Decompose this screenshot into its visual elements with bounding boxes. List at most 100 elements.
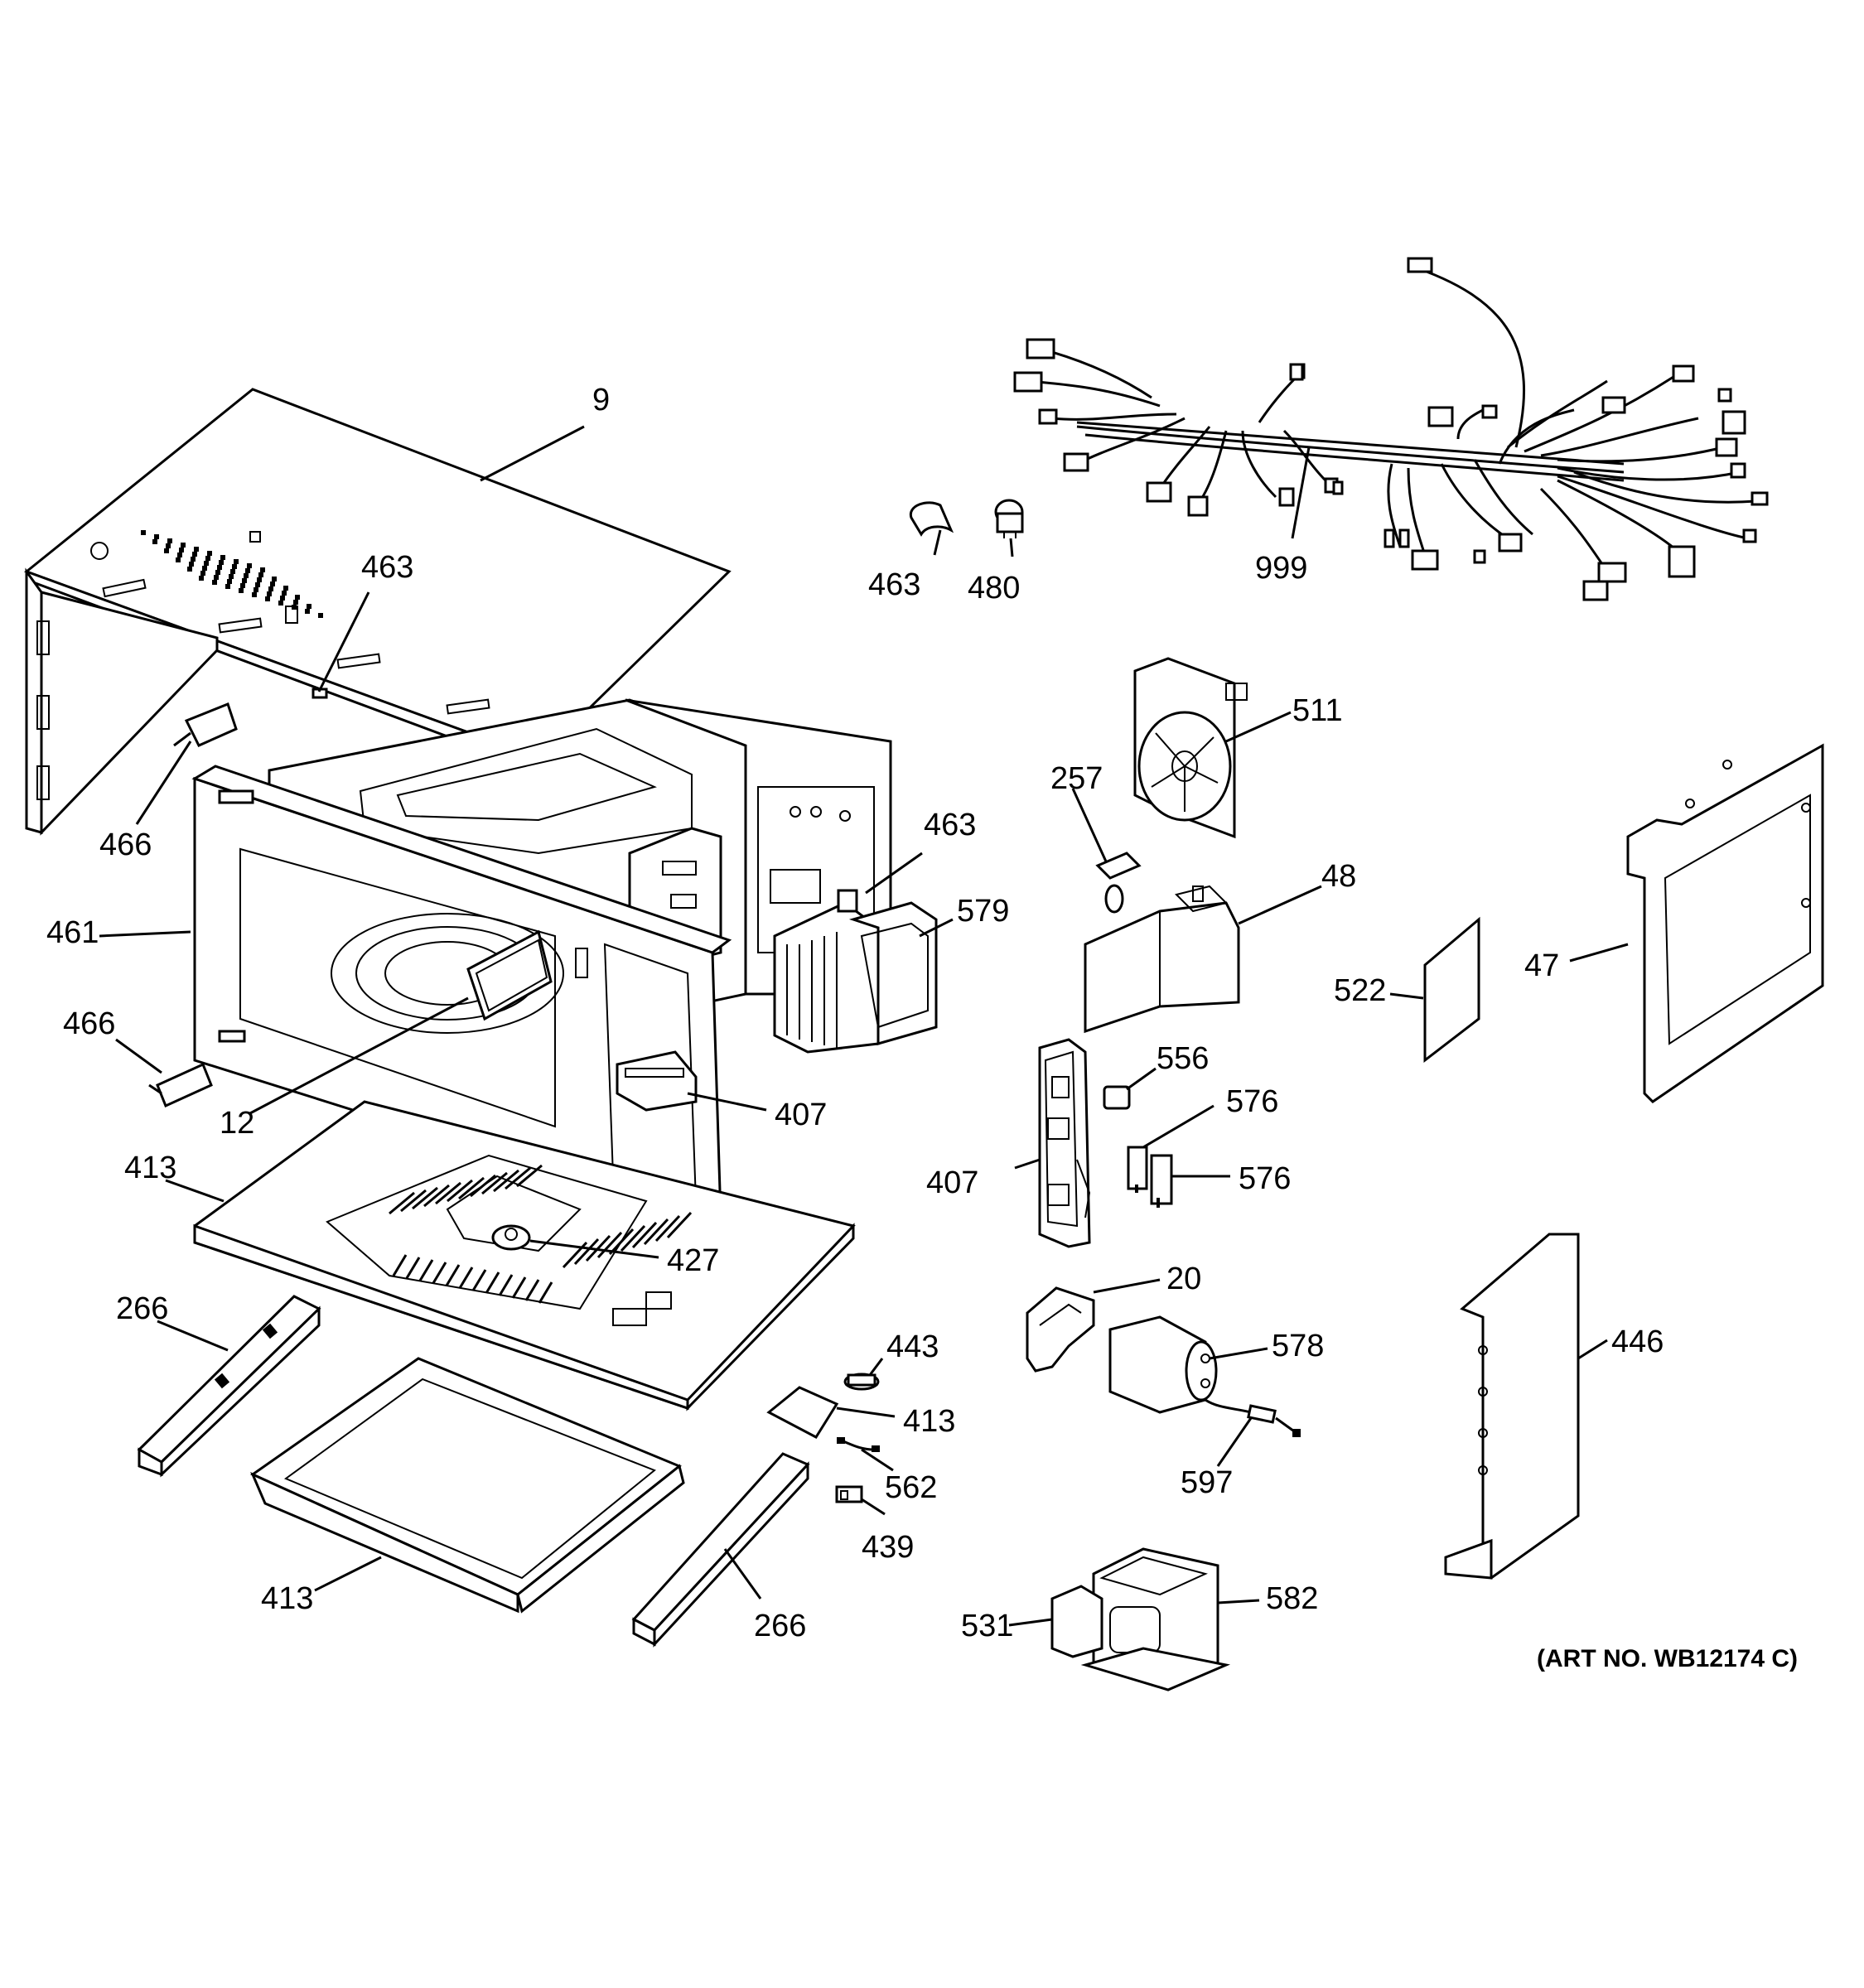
callout-466-lower: 466 [63, 1006, 115, 1041]
callout-446: 446 [1611, 1325, 1664, 1359]
vent-hole [214, 575, 219, 580]
callout-439: 439 [862, 1530, 914, 1565]
vent-hole [234, 559, 239, 564]
vent-hole [240, 583, 245, 588]
callout-407-right: 407 [926, 1165, 978, 1200]
vent-slot [481, 1171, 508, 1195]
foot-rail-266-left-part [137, 1295, 321, 1478]
callout-48: 48 [1321, 859, 1356, 894]
clip-466-upper-part [173, 702, 238, 747]
wire-562-part [837, 1437, 880, 1452]
vent-slot [631, 1221, 658, 1249]
base-vent-slots [389, 1164, 693, 1304]
switch-576-upper-part [1127, 1146, 1148, 1193]
callout-531: 531 [961, 1609, 1013, 1643]
vent-hole [280, 596, 285, 601]
vent-hole [217, 565, 222, 570]
vent-slot [516, 1164, 543, 1188]
vent-hole [254, 587, 258, 592]
callout-556: 556 [1157, 1041, 1209, 1076]
vent-hole [270, 581, 275, 586]
vent-hole [247, 563, 252, 568]
vent-hole [176, 557, 181, 562]
vent-slot [470, 1174, 496, 1198]
vent-hole [255, 582, 260, 587]
thermostat-480-part [994, 499, 1024, 538]
noise-filter-531-part [1050, 1585, 1103, 1658]
latch-board-407-right-part [1038, 1038, 1091, 1248]
vent-grille [141, 530, 323, 618]
vent-hole [199, 576, 204, 581]
vent-hole [207, 551, 212, 556]
callout-413-base: 413 [124, 1151, 176, 1185]
vent-hole [305, 609, 310, 614]
switch-576-lower-part [1150, 1154, 1173, 1208]
latch-bracket-407-left-part [616, 1050, 698, 1112]
fan-motor-511-part [1133, 657, 1248, 839]
switch-556-part [1103, 1085, 1131, 1110]
capacitor-bracket-20-part [1026, 1286, 1095, 1373]
callout-12: 12 [220, 1106, 254, 1141]
leader-lines [99, 425, 1629, 1627]
vent-hole [272, 577, 277, 581]
bracket-413-small-part [766, 1386, 839, 1439]
vent-hole [219, 560, 224, 565]
vent-hole [225, 584, 230, 589]
vent-hole [257, 577, 262, 582]
vent-hole [245, 568, 250, 573]
vent-hole [227, 579, 232, 584]
vent-hole [282, 591, 287, 596]
ring-clip-463-top-part [909, 501, 954, 537]
vent-hole [179, 548, 184, 552]
vent-hole [318, 613, 323, 618]
vent-hole [268, 586, 273, 591]
vent-hole [200, 571, 205, 576]
vent-hole [212, 580, 217, 585]
art-number: (ART NO. WB12174 C) [1537, 1645, 1798, 1672]
vent-slot [412, 1186, 438, 1210]
fuse-439-part [835, 1485, 863, 1503]
vent-slot [423, 1184, 450, 1208]
vent-hole [181, 543, 186, 548]
callout-576-lower: 576 [1239, 1161, 1291, 1196]
callout-9: 9 [592, 383, 610, 417]
capacitor-578-part [1108, 1315, 1218, 1414]
magnetron-579-part [773, 889, 938, 1054]
drip-tray-part [249, 1357, 685, 1614]
vent-hole [152, 539, 157, 544]
vent-slot [596, 1231, 623, 1259]
foot-rail-266-right-part [631, 1452, 810, 1648]
callout-578: 578 [1272, 1329, 1324, 1363]
vent-slot [643, 1218, 669, 1246]
callout-407-left: 407 [775, 1098, 827, 1132]
lamp-257-part [1095, 852, 1142, 914]
vent-slot [400, 1189, 427, 1213]
callout-257: 257 [1050, 761, 1103, 796]
vent-hole [215, 570, 220, 575]
vent-hole [187, 567, 192, 572]
vent-slot [511, 1276, 527, 1299]
vent-slot [392, 1254, 408, 1276]
vent-slot [458, 1176, 485, 1200]
vent-slot [498, 1274, 514, 1296]
vent-slot [666, 1211, 693, 1239]
callout-999: 999 [1255, 551, 1307, 586]
callout-266-right: 266 [754, 1609, 806, 1643]
vent-hole [267, 591, 272, 596]
vent-hole [230, 569, 235, 574]
vent-hole [166, 543, 171, 548]
vent-slot [493, 1169, 519, 1193]
vent-slot [573, 1238, 600, 1266]
callout-579: 579 [957, 894, 1009, 929]
vent-hole [252, 592, 257, 597]
vent-slot [538, 1281, 553, 1304]
vent-slot [435, 1181, 461, 1205]
vent-hole [307, 604, 311, 609]
callout-466-upper: 466 [99, 828, 152, 862]
callout-562: 562 [885, 1470, 937, 1505]
vent-slot [485, 1271, 500, 1294]
callout-443: 443 [886, 1329, 939, 1364]
callout-413-tray: 413 [261, 1581, 313, 1616]
vent-hole [192, 552, 197, 557]
vent-slot [608, 1228, 635, 1256]
